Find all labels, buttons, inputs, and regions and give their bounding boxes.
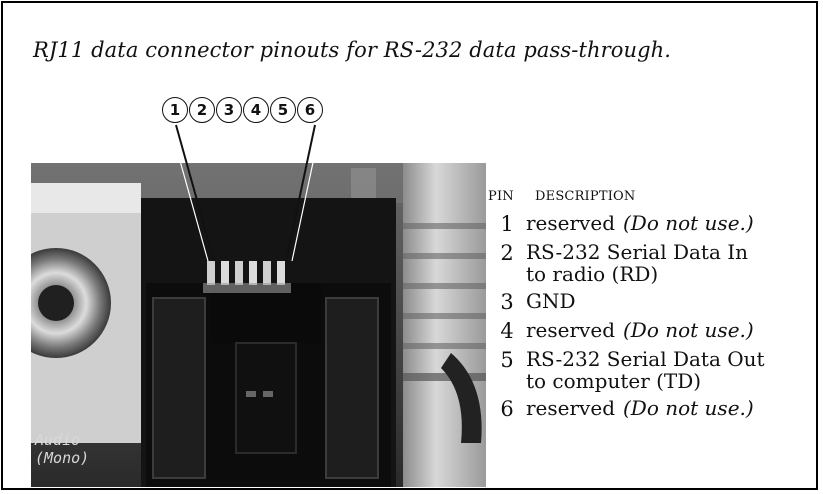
pin-description: reserved (Do not use.): [526, 397, 823, 419]
description-text-line2: to computer (TD): [526, 369, 702, 393]
pin-description: GND: [526, 290, 823, 312]
pin-number: 2: [500, 241, 514, 265]
pin-number: 4: [500, 319, 514, 343]
mono-label: (Mono): [35, 449, 89, 467]
pin-description-table: PIN DESCRIPTION 1 reserved(Do not use.) …: [488, 189, 823, 426]
pin-description: reserved (Do not use.): [526, 212, 823, 234]
description-text: RS-232 Serial Data Out: [526, 347, 765, 371]
header-pin: PIN: [488, 189, 514, 204]
pin-callout-4: 4: [243, 97, 269, 123]
table-header: PIN DESCRIPTION: [488, 189, 823, 204]
rj11-connector-photo: Audio (Mono): [31, 124, 486, 487]
pin-callout-6: 6: [297, 97, 323, 123]
description-text: reserved: [526, 396, 615, 420]
description-note: (Do not use.): [623, 396, 754, 420]
audio-label: Audio: [34, 431, 80, 449]
pin-callout-5: 5: [270, 97, 296, 123]
pin-number: 5: [500, 348, 514, 372]
pin-number: 1: [500, 212, 514, 236]
figure-caption: RJ11 data connector pinouts for RS-232 d…: [33, 38, 672, 62]
pin-number: 6: [500, 397, 514, 421]
description-text: RS-232 Serial Data In: [526, 240, 749, 264]
description-text-line2: to radio (RD): [526, 262, 659, 286]
pin-description: reserved (Do not use.): [526, 319, 823, 341]
table-row: 4 reserved (Do not use.): [488, 319, 823, 343]
description-text: reserved: [526, 211, 615, 235]
table-row: 6 reserved (Do not use.): [488, 397, 823, 421]
description-note: (Do not use.): [623, 318, 754, 342]
pin-callouts: 1 2 3 4 5 6: [162, 97, 323, 125]
description-text: reserved: [526, 318, 615, 342]
header-description: DESCRIPTION: [535, 189, 636, 204]
description-note: (Do not use.): [623, 211, 754, 235]
pin-number: 3: [500, 290, 514, 314]
pin-callout-2: 2: [189, 97, 215, 123]
pin-callout-1: 1: [162, 97, 188, 123]
table-row: 1 reserved (Do not use.): [488, 212, 823, 236]
table-row: 3 GND: [488, 290, 823, 314]
description-text: GND: [526, 289, 576, 313]
pin-callout-3: 3: [216, 97, 242, 123]
